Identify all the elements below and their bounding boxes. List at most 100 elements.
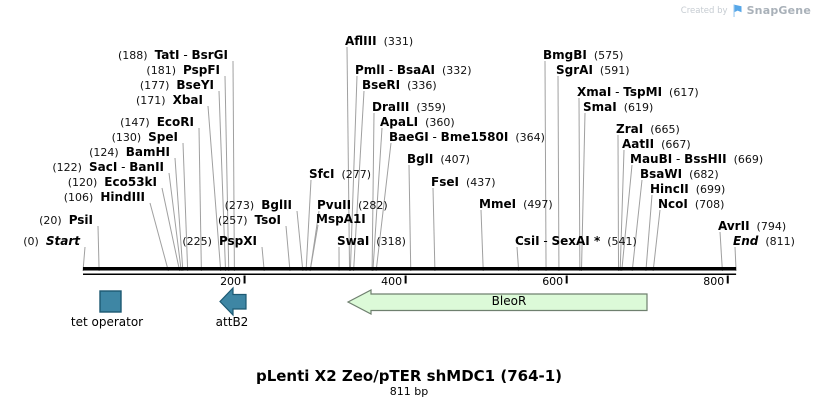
snapgene-logo-icon [733, 4, 742, 17]
site-label-PspXI[interactable]: (225)PspXI [182, 234, 257, 249]
site-label-BamHI[interactable]: (124)BamHI [89, 145, 170, 160]
site-connector-line [408, 164, 412, 272]
feature-label-attB2: attB2 [215, 315, 249, 329]
site-label-Eco53kI[interactable]: (120)Eco53kI [67, 175, 157, 190]
ruler-tick [565, 275, 568, 284]
site-connector-line [349, 75, 358, 272]
site-label-BmgBI[interactable]: BmgBI(575) [543, 48, 624, 63]
site-label-PvuII[interactable]: PvuII(282) [317, 198, 388, 213]
site-label-SpeI[interactable]: (130)SpeI [111, 130, 178, 145]
site-label-ApaLI[interactable]: ApaLI(360) [380, 115, 455, 130]
site-connector-line [578, 97, 581, 272]
site-connector-line [285, 225, 291, 272]
site-label-Start[interactable]: (0)Start [23, 234, 80, 249]
ruler-tick [726, 275, 729, 284]
site-label-AatII[interactable]: AatII(667) [622, 137, 691, 152]
site-connector-line [617, 134, 620, 272]
site-connector-line [182, 142, 189, 272]
site-label-CsiI-SexAI-[interactable]: CsiI - SexAI *(541) [515, 234, 637, 249]
site-label-FseI[interactable]: FseI(437) [431, 175, 496, 190]
site-label-DraIII[interactable]: DraIII(359) [372, 100, 446, 115]
site-connector-line [719, 231, 723, 272]
site-label-PsiI[interactable]: (20)PsiI [39, 213, 93, 228]
site-connector-line [375, 142, 392, 272]
site-label-SwaI[interactable]: SwaI(318) [337, 234, 406, 249]
site-label-MauBI-BssHII[interactable]: MauBI - BssHII(669) [630, 152, 764, 167]
site-label-NcoI[interactable]: NcoI(708) [658, 197, 725, 212]
site-label-BseRI[interactable]: BseRI(336) [362, 78, 437, 93]
site-connector-line [580, 112, 586, 272]
site-label-MmeI[interactable]: MmeI(497) [479, 197, 553, 212]
site-connector-line [174, 157, 184, 272]
site-connector-line [346, 46, 351, 272]
map-length: 811 bp [389, 385, 429, 398]
feature-attB2[interactable] [219, 286, 247, 317]
site-connector-line [353, 90, 365, 272]
site-connector-line [544, 60, 547, 272]
site-label-TsoI[interactable]: (257)TsoI [217, 213, 281, 228]
site-label-PmlI-BsaAI[interactable]: PmlI - BsaAI(332) [355, 63, 472, 78]
site-connector-line [372, 127, 383, 272]
site-label-EcoRI[interactable]: (147)EcoRI [120, 115, 194, 130]
ruler-tick-label: 400 [381, 275, 403, 288]
site-label-MspA1I[interactable]: MspA1I [316, 212, 366, 226]
site-connector-line [619, 149, 625, 272]
site-label-HincII[interactable]: HincII(699) [650, 182, 726, 197]
feature-tet-operator[interactable] [99, 290, 122, 313]
site-label-BglII[interactable]: (273)BglII [224, 198, 292, 213]
site-connector-line [645, 194, 653, 272]
feature-BleoR[interactable] [346, 289, 648, 315]
site-connector-line [432, 187, 436, 272]
site-connector-line [309, 224, 319, 272]
map-title: pLenti X2 Zeo/pTER shMDC1 (764-1) [255, 367, 563, 385]
site-connector-line [207, 105, 222, 272]
site-label-BglI[interactable]: BglI(407) [407, 152, 470, 167]
site-label-XbaI[interactable]: (171)XbaI [136, 93, 203, 108]
site-label-XmaI-TspMI[interactable]: XmaI - TspMI(617) [577, 85, 699, 100]
site-label-SmaI[interactable]: SmaI(619) [583, 100, 654, 115]
site-label-SgrAI[interactable]: SgrAI(591) [556, 63, 630, 78]
site-label-End[interactable]: End(811) [733, 234, 795, 249]
site-connector-line [296, 210, 304, 272]
ruler-line [83, 273, 737, 275]
site-connector-line [198, 127, 202, 272]
ruler-tick-label: 600 [542, 275, 564, 288]
sequence-line [83, 267, 737, 271]
ruler-tick-label: 200 [220, 275, 242, 288]
map-title-block: pLenti X2 Zeo/pTER shMDC1 (764-1) 811 bp [0, 367, 818, 399]
feature-label-BleoR: BleoR [491, 294, 527, 308]
site-connector-line [371, 112, 375, 272]
site-connector-line [218, 90, 227, 272]
site-label-BsaWI[interactable]: BsaWI(682) [640, 167, 719, 182]
ruler-tick-label: 800 [703, 275, 725, 288]
watermark-brand: SnapGene [746, 4, 811, 17]
site-connector-line [557, 75, 560, 272]
site-connector-line [621, 164, 633, 272]
site-connector-line [232, 60, 235, 272]
watermark: Created by SnapGene [681, 4, 811, 17]
feature-label-tet-operator: tet operator [70, 315, 144, 329]
site-label-BaeGI-Bme1580I[interactable]: BaeGI - Bme1580I(364) [389, 130, 545, 145]
site-connector-line [652, 209, 661, 272]
ruler-tick [243, 275, 246, 284]
ruler-tick [404, 275, 407, 284]
site-connector-line [224, 75, 230, 272]
site-label-PspFI[interactable]: (181)PspFI [146, 63, 220, 78]
site-connector-line [480, 209, 484, 272]
site-label-SfcI[interactable]: SfcI(277) [309, 167, 372, 182]
site-label-HindIII[interactable]: (106)HindIII [63, 190, 145, 205]
site-label-TatI-BsrGI[interactable]: (188)TatI - BsrGI [117, 48, 228, 63]
site-label-SacI-BanII[interactable]: (122)SacI - BanII [52, 160, 164, 175]
site-connector-line [168, 172, 182, 272]
watermark-prefix: Created by [680, 5, 728, 16]
site-connector-line [631, 179, 643, 272]
site-connector-line [161, 187, 181, 272]
site-connector-line [149, 202, 169, 272]
site-connector-line [305, 179, 312, 272]
site-label-AvrII[interactable]: AvrII(794) [718, 219, 787, 234]
site-connector-line [97, 225, 100, 272]
site-label-ZraI[interactable]: ZraI(665) [616, 122, 680, 137]
site-label-AflIII[interactable]: AflIII(331) [345, 34, 414, 49]
site-label-BseYI[interactable]: (177)BseYI [139, 78, 214, 93]
